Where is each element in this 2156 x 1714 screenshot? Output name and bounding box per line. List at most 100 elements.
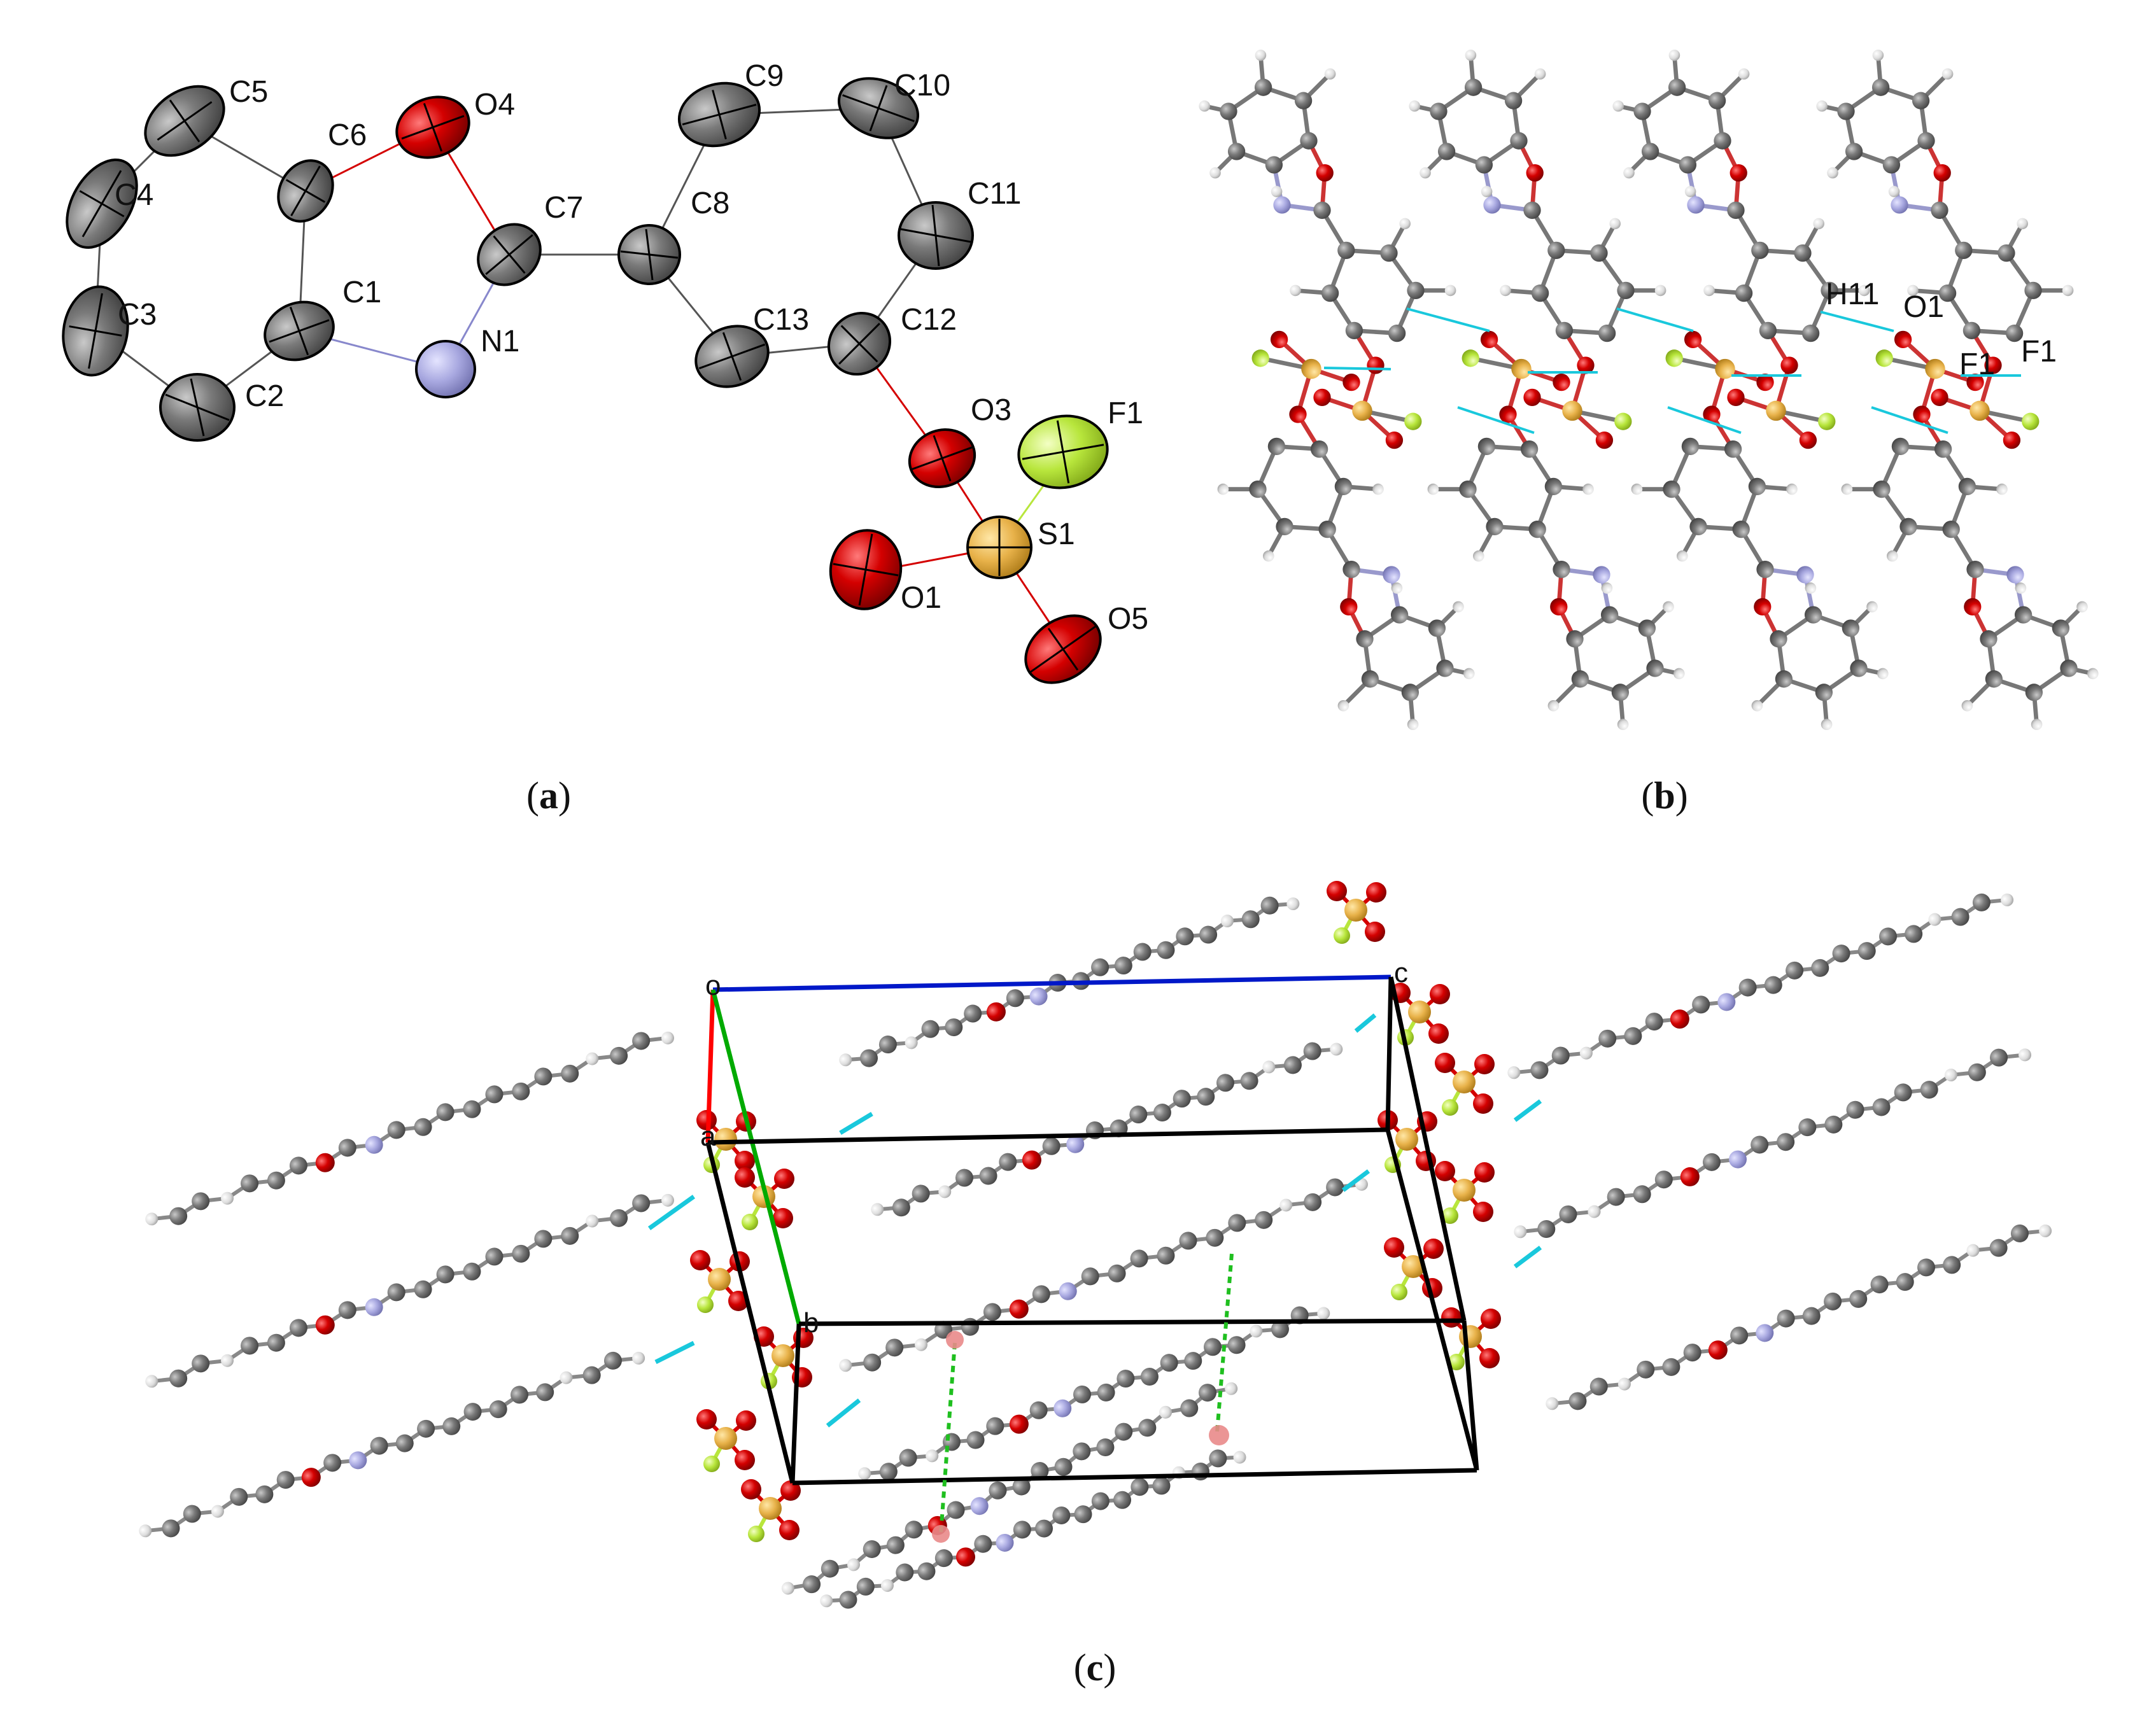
atom-C: [1837, 102, 1855, 120]
atom-C2: [159, 373, 236, 442]
atom-H: [1507, 1066, 1521, 1079]
atom-C: [1770, 630, 1787, 648]
atom-C: [892, 1198, 910, 1217]
atom-H: [1546, 1397, 1559, 1410]
hydrogen-bond: [1667, 406, 1742, 434]
atom-C: [1692, 995, 1710, 1014]
atom-H: [1786, 483, 1798, 495]
label-C1: C1: [342, 276, 381, 309]
atom-C: [1073, 1442, 1091, 1461]
atom-S: [1453, 1071, 1476, 1093]
atom-O: [1727, 388, 1745, 407]
panel-c-molecules: [139, 881, 2052, 1609]
atom-C: [387, 1283, 405, 1302]
atom-C: [1407, 281, 1425, 300]
atom-O: [1367, 356, 1384, 374]
atom-C: [1034, 1519, 1053, 1538]
unit-cell: [705, 974, 1479, 1486]
atom-O: [1481, 1309, 1501, 1329]
label-C9: C9: [745, 59, 784, 93]
atom-C: [1598, 1029, 1617, 1048]
atom-C: [1873, 480, 1891, 498]
atom-H: [1279, 1198, 1293, 1212]
atom-O: [1342, 373, 1360, 391]
atom-H: [1996, 483, 2008, 495]
atom-H: [2017, 218, 2029, 230]
atom-H: [2076, 601, 2088, 613]
molecule: [1199, 49, 1456, 449]
label-O1-b: O1: [1903, 290, 1944, 324]
atom-C: [1990, 1048, 2008, 1067]
panel-b-labels: H11 O1 F1 F1: [1826, 277, 2057, 381]
atom-S: [1925, 358, 1945, 379]
atom-O: [1799, 431, 1817, 449]
atom-S: [1301, 358, 1321, 379]
atom-C: [1870, 1275, 1889, 1294]
atom-H: [1872, 49, 1884, 61]
atom-C: [1794, 244, 1812, 262]
atom-O: [1384, 1237, 1404, 1258]
pi-stacking-contacts: [939, 1253, 1234, 1535]
atom-H: [1391, 582, 1403, 594]
atom-C: [610, 1046, 628, 1065]
atom-C: [1566, 630, 1584, 648]
atom-C: [267, 1171, 285, 1190]
atom-C6: [277, 159, 334, 223]
atom-C: [1824, 1115, 1843, 1134]
atom-C: [921, 1020, 940, 1038]
atom-H: [1866, 601, 1878, 613]
cell-axis-c: [712, 974, 1392, 992]
label-C12: C12: [901, 303, 957, 337]
atom-O: [1316, 164, 1334, 182]
label-O3: O3: [971, 393, 1011, 427]
atom-C: [1131, 1478, 1149, 1496]
atom-C: [561, 1226, 579, 1245]
atom-C: [2052, 619, 2070, 637]
atom-O: [736, 1410, 756, 1431]
atom-C: [632, 1194, 651, 1212]
atom-F: [1251, 349, 1269, 367]
atom-C: [1662, 1358, 1680, 1376]
atom-C: [1227, 143, 1246, 160]
fluorosulfate-group: [1435, 1161, 1495, 1224]
atom-C: [1668, 78, 1686, 96]
fluorosulfate-group: [1435, 1053, 1495, 1116]
caption-c: (c): [1074, 1647, 1117, 1689]
atom-O: [1933, 164, 1951, 182]
label-F1-b2: F1: [2021, 335, 2057, 369]
atom-C: [1510, 132, 1528, 150]
atom-H: [1816, 100, 1828, 112]
atom-C: [1380, 244, 1398, 262]
atom-C: [986, 1417, 1004, 1435]
molecule: [871, 1042, 1343, 1217]
atom-H: [1941, 68, 1954, 80]
label-F1-b1: F1: [1959, 348, 1995, 381]
atom-C: [1714, 132, 1731, 150]
fluorosulfate-group: [1384, 1237, 1444, 1300]
atom-C: [1544, 477, 1563, 496]
atom-H: [820, 1594, 833, 1608]
atom-H: [781, 1582, 794, 1595]
molecule: [820, 1449, 1246, 1609]
atom-S: [1352, 400, 1372, 421]
atom-C: [1255, 1211, 1273, 1229]
cell-axis-b: [710, 989, 801, 1324]
atom-O: [1550, 598, 1568, 616]
fluorosulfate-group: [1327, 881, 1386, 944]
atom-H: [1330, 1043, 1343, 1056]
atom-O: [1430, 984, 1450, 1004]
atom-O: [1499, 405, 1517, 423]
atom-C12: [827, 311, 892, 376]
atom-C11: [898, 201, 974, 270]
atom-C: [338, 1301, 356, 1319]
atom-F: [1442, 1207, 1458, 1224]
atom-H: [915, 1338, 928, 1351]
atom-C: [955, 1169, 973, 1187]
atom-C: [1091, 1492, 1110, 1510]
atom-H: [1199, 100, 1211, 112]
atom-C: [1206, 1228, 1224, 1247]
atom-N: [365, 1298, 383, 1316]
atom-H: [632, 1351, 645, 1365]
atom-C: [2014, 606, 2033, 624]
atom-H: [1907, 284, 1919, 297]
